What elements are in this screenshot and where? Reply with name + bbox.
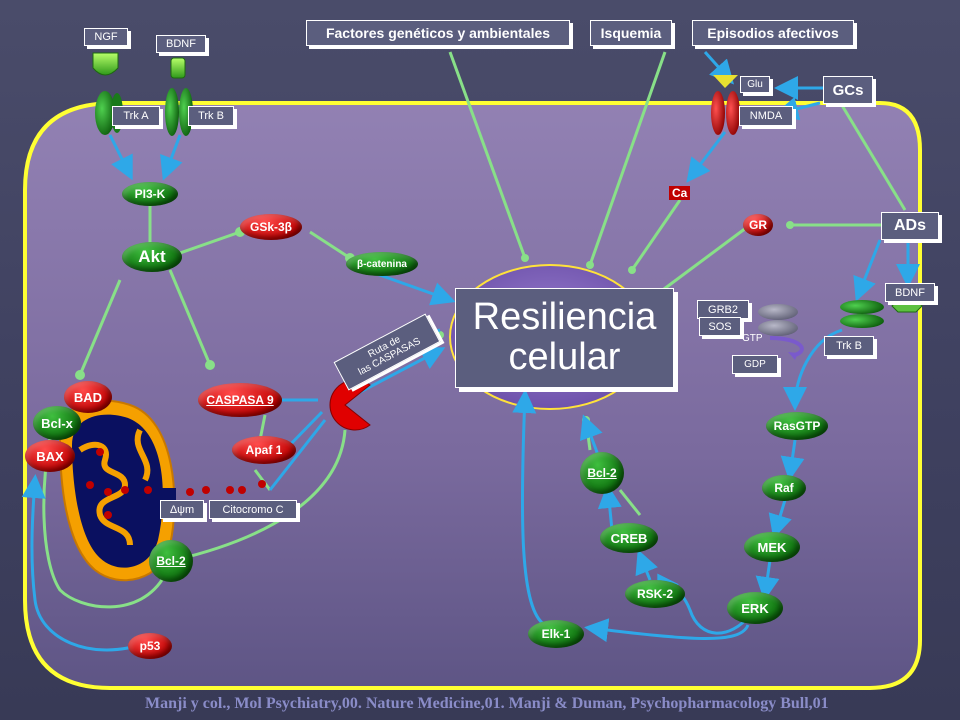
delta-psi-label: Δψm [160,500,204,519]
catenin-node: β-catenina [346,252,418,276]
apaf1-node: Apaf 1 [232,436,296,464]
gcs-label: GCs [823,76,873,104]
cytochrome-c-dots [186,480,266,496]
mito-pore [160,488,176,502]
ischemia-label: Isquemia [590,20,672,46]
bax-node: BAX [25,440,75,472]
trkb-right-receptor-icon [840,299,923,328]
bdnf-top-label: BDNF [156,35,206,53]
ads-label: ADs [881,212,939,240]
citation-text: Manji y col., Mol Psychiatry,00. Nature … [145,695,829,712]
p53-node: p53 [128,633,172,659]
bdnf-ligand-icon [170,57,186,79]
ngf-label: NGF [84,28,128,46]
calcium-label: Ca [669,186,691,200]
nmda-receptor-icon [711,75,740,135]
affective-episodes-label: Episodios afectivos [692,20,854,46]
pi3k-node: PI3-K [122,182,178,206]
cell-membrane [23,101,922,690]
gdp-label: GDP [732,355,778,374]
trkb-top-label: Trk B [188,106,234,126]
bad-node: BAD [64,381,112,413]
glu-label: Glu [740,76,770,93]
bcl2-mito-node: Bcl-2 [149,540,193,582]
ngf-ligand-icon [92,52,119,76]
resilience-line2: celular [508,336,621,378]
nmda-label: NMDA [739,106,793,126]
rsk2-node: RSK-2 [625,580,685,608]
gsk3-node: GSk-3β [240,214,302,240]
mek-node: MEK [744,532,800,562]
sos-label: SOS [699,317,741,336]
gr-node: GR [743,214,773,236]
erk-node: ERK [727,592,783,624]
trka-label: Trk A [112,106,160,126]
mitochondrion-icon [58,399,176,582]
cellular-resilience-box: Resiliencia celular [455,288,674,388]
cytochrome-c-label: Citocromo C [209,500,297,519]
factors-label: Factores genéticos y ambientales [306,20,570,46]
elk1-node: Elk-1 [528,620,584,648]
bclx-node: Bcl-x [33,406,81,440]
caspasa9-node: CASPASA 9 [198,383,282,417]
akt-node: Akt [122,242,182,272]
resilience-line1: Resiliencia [472,296,657,339]
creb-node: CREB [600,523,658,553]
gtp-label: GTP [742,333,763,344]
bcl2-right-node: Bcl-2 [580,452,624,494]
rasgtp-node: RasGTP [766,412,828,440]
bdnf-right-label: BDNF [885,283,935,302]
raf-node: Raf [762,475,806,501]
trkb-right-label: Trk B [824,336,874,356]
grb2-sos-complex-icon [758,304,804,360]
